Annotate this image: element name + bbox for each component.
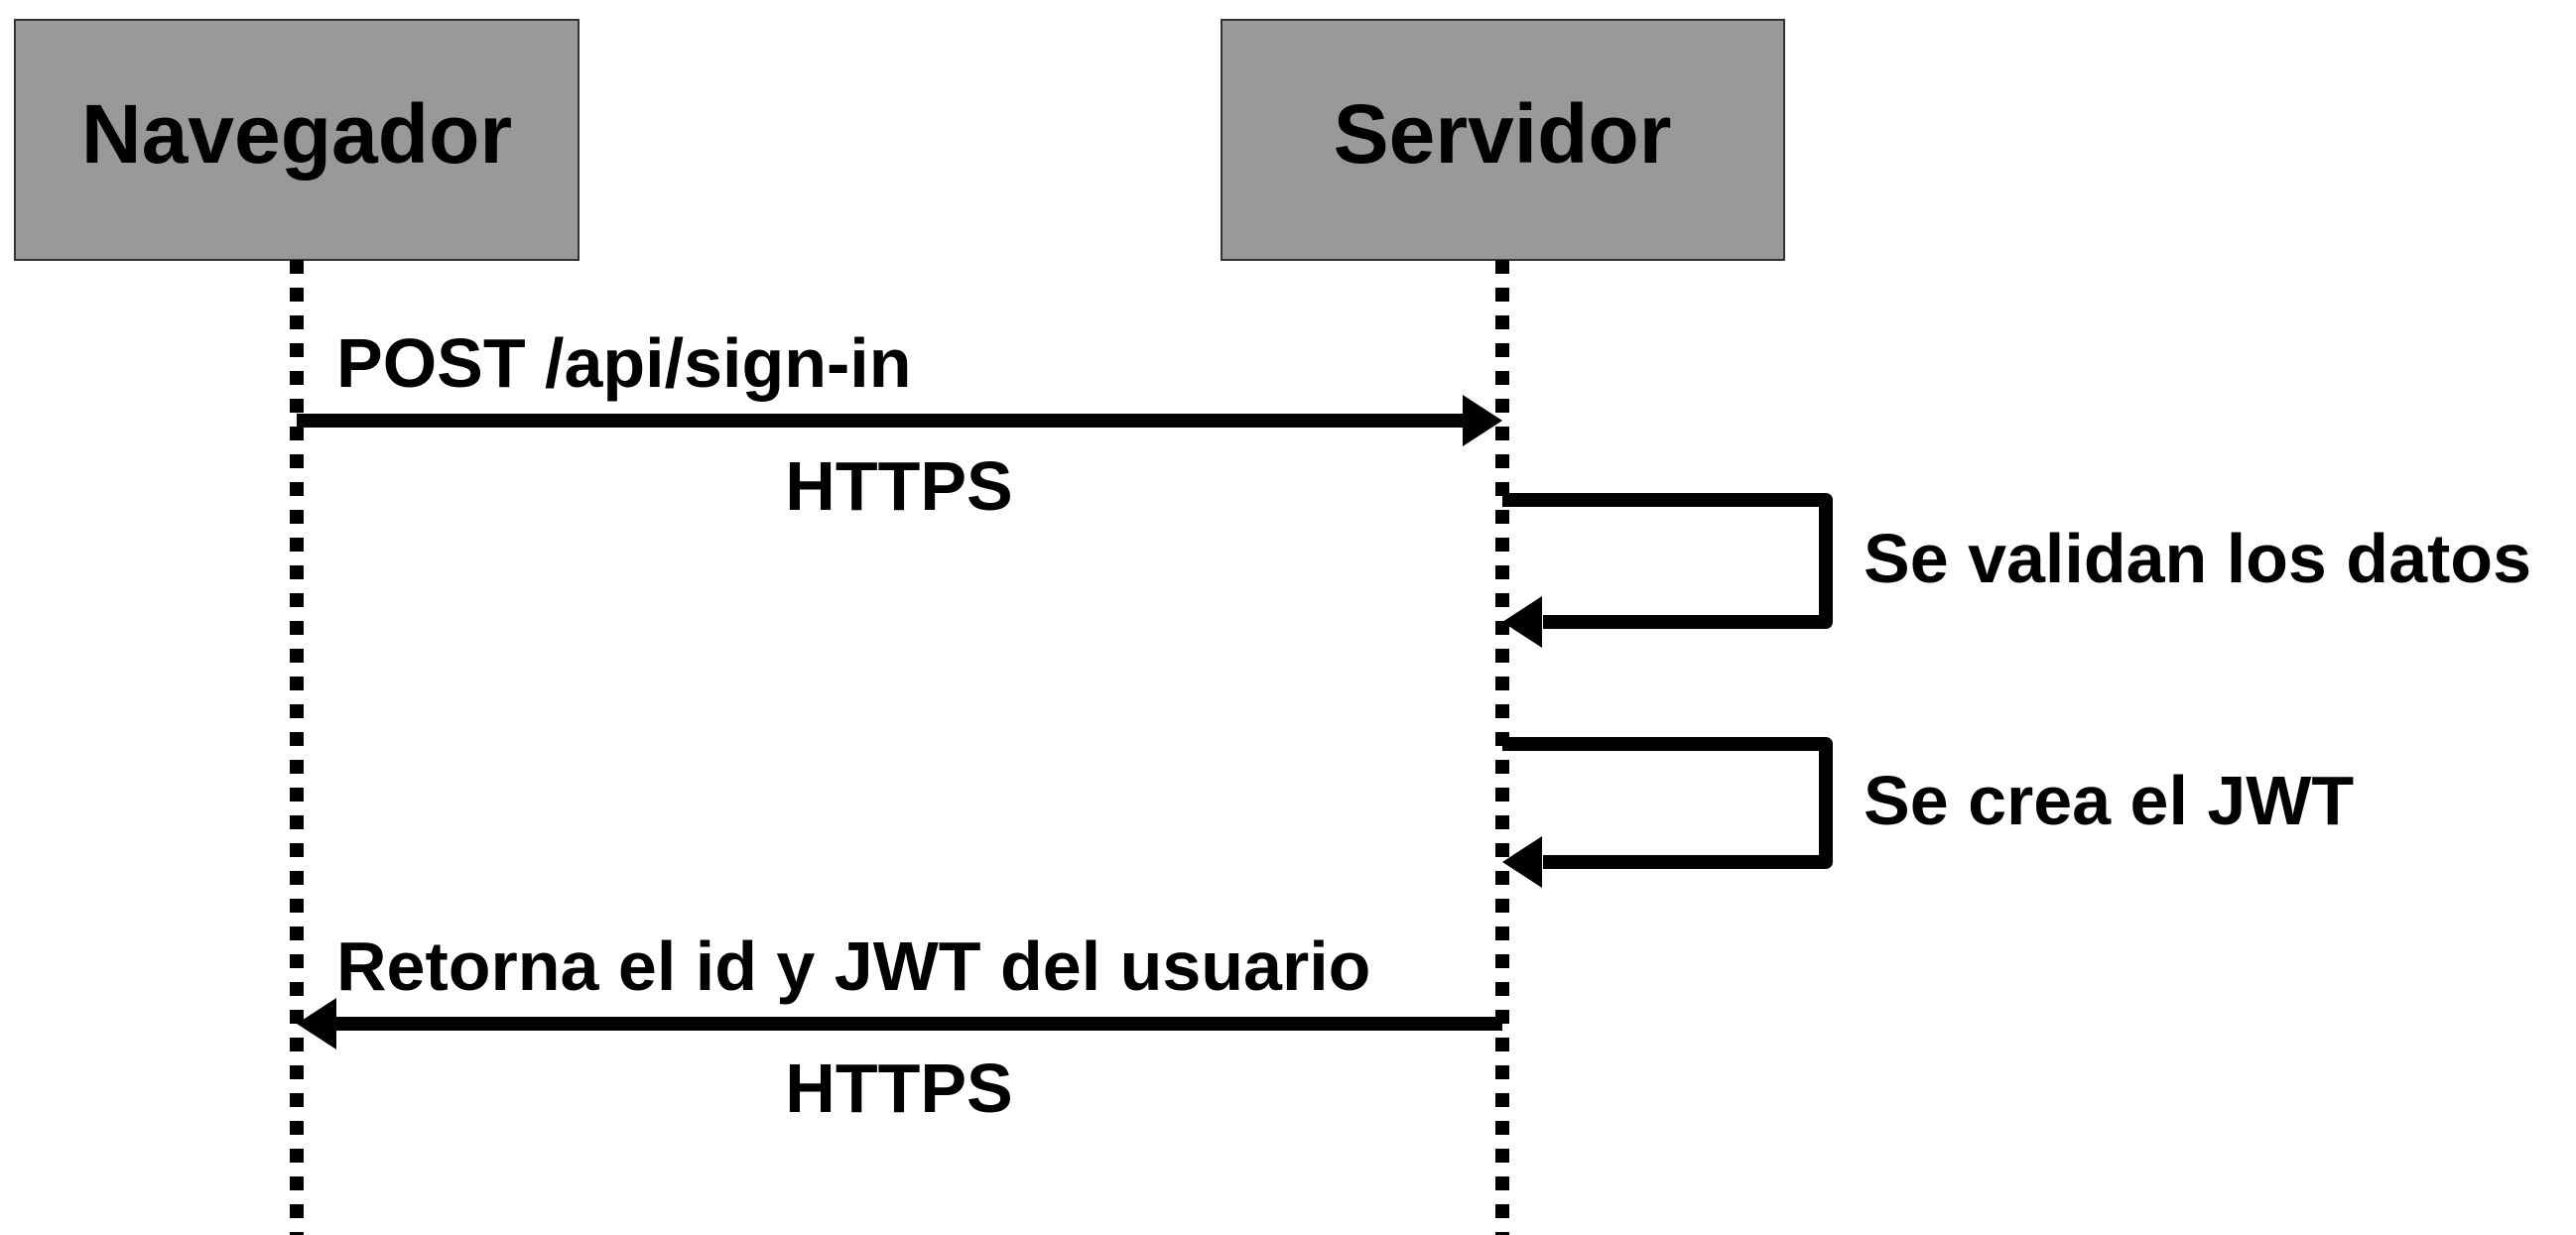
message-sign-in-response-protocol: HTTPS	[785, 1050, 1012, 1127]
message-create-jwt-line	[1502, 737, 1833, 869]
message-create-jwt: Se crea el JWT	[1502, 737, 2354, 888]
participant-server-box	[1221, 19, 1785, 261]
message-validate-data-line	[1502, 493, 1833, 629]
message-validate-data-label: Se validan los datos	[1864, 520, 2531, 597]
message-validate-data: Se validan los datos	[1502, 493, 2531, 648]
message-sign-in-response-arrowhead	[297, 998, 336, 1050]
message-create-jwt-arrowhead	[1502, 836, 1542, 888]
message-sign-in-request-label: POST /api/sign-in	[336, 324, 911, 402]
participant-browser-label: Navegador	[81, 87, 512, 181]
participant-server: Servidor	[1221, 19, 1785, 261]
participant-browser-box	[14, 19, 580, 261]
message-sign-in-response-label: Retorna el id y JWT del usuario	[336, 927, 1370, 1005]
message-create-jwt-label: Se crea el JWT	[1864, 762, 2354, 839]
message-validate-data-arrowhead	[1502, 596, 1542, 648]
participant-browser: Navegador	[14, 19, 580, 261]
participant-server-label: Servidor	[1334, 87, 1672, 181]
message-sign-in-request-arrowhead	[1463, 395, 1502, 446]
message-sign-in-response: Retorna el id y JWT del usuario HTTPS	[297, 927, 1502, 1127]
message-sign-in-request: POST /api/sign-in HTTPS	[297, 324, 1502, 525]
message-sign-in-request-protocol: HTTPS	[785, 447, 1012, 525]
